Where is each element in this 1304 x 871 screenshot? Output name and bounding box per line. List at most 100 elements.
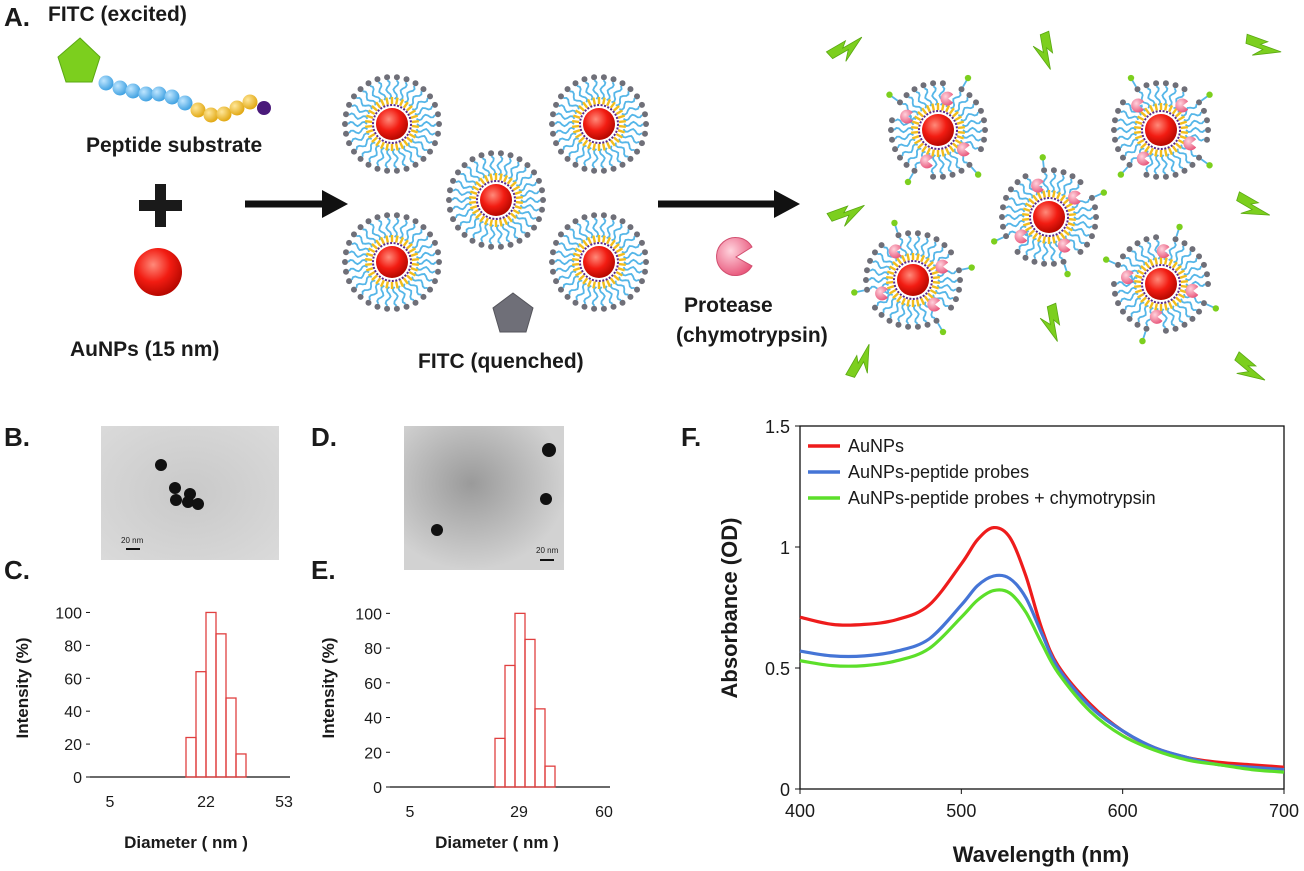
lightning-bolt-icon [825,36,863,62]
chart-f-xlabel: Wavelength (nm) [953,842,1129,867]
peptide-bead-blue [164,89,180,105]
fitc-released-dot [1039,154,1046,161]
chart-e: E. Intensity (%) Diameter ( nm ) 0204060… [311,555,613,852]
legend-label: AuNPs-peptide probes [848,462,1029,482]
fitc-released-dot [1176,223,1183,231]
nanoparticle-probe [549,212,649,312]
x-tick-label: 22 [197,794,215,811]
histogram-bar [195,671,207,778]
scale-label-b: 20 nm [121,536,144,545]
protease-pacman-icon [940,91,954,106]
histogram-bar [534,708,546,788]
protease-label: Protease [684,294,773,317]
fitc-released-dot [1212,305,1220,312]
fitc-released-dot [904,178,912,186]
peptide-bead-blue [125,83,141,99]
y-tick-label: 0 [373,780,382,797]
chart-e-xlabel: Diameter ( nm ) [435,833,559,852]
protease-pacman-icon [1175,98,1189,113]
peptide-bead-blue [138,86,154,102]
histogram-bar [494,737,506,788]
chart-e-ylabel: Intensity (%) [319,637,338,738]
plot-frame [799,425,1285,790]
protease-pacman-icon [1149,309,1163,324]
peptide-substrate-chain [57,37,271,123]
fitc-excited-label: FITC (excited) [48,3,187,26]
scale-label-d: 20 nm [536,546,559,555]
y-tick-label: 80 [64,638,82,655]
tem-particles-d [431,443,556,536]
legend-label: AuNPs-peptide probes + chymotrypsin [848,488,1156,508]
y-tick-label: 40 [364,711,382,728]
x-tick-label: 60 [595,804,613,821]
panel-a-label: A. [4,2,30,32]
cleaved-probe-cluster [851,74,1220,345]
protease-pacman-icon [888,244,902,259]
peptide-bead-blue [177,95,193,111]
histogram-bar [205,611,217,778]
quenched-probe-cluster [342,74,649,312]
protease-sublabel: (chymotrypsin) [676,324,828,347]
series-line [799,573,1285,772]
protease-pacman-icon [927,297,941,312]
panel-a: A. FITC (excited) Peptide substrate AuNP… [4,2,1282,381]
chart-f-ylabel: Absorbance (OD) [717,518,742,699]
protease-pacman-icon [875,286,888,301]
histogram-bar [514,612,526,788]
x-tick-label: 400 [785,801,815,821]
series-line [799,525,1285,769]
arrow-right-icon [245,190,348,218]
series-line [799,588,1285,774]
x-tick-label: 5 [106,794,115,811]
nanoparticle-probe [1102,223,1220,345]
y-tick-label: 0.5 [765,659,790,679]
histogram-bar [215,633,227,778]
gold-core [583,246,615,278]
fitc-released-dot [974,171,982,178]
nanoparticle-probe [1111,74,1213,180]
fitc-released-dot [990,238,998,245]
protease-pacman-icon [1067,190,1081,205]
fitc-released-dot [1206,162,1213,169]
gold-core [376,246,408,278]
gold-core [897,264,929,296]
y-tick-label: 0 [780,780,790,800]
fitc-pentagon-icon [57,37,101,83]
chart-f: F. Absorbance (OD) Wavelength (nm) 0 0.5 1… [681,417,1299,867]
nanoparticle-probe [886,74,988,186]
chart-f-label: F. [681,422,701,452]
tem-particles-b [155,459,204,510]
fitc-released-dot [1100,189,1108,196]
y-tick-label: 100 [55,605,82,622]
protease-pacman-icon [1136,151,1150,166]
protease-pacman-icon [1185,283,1199,298]
chart-c-label: C. [4,555,30,585]
protease-pacman-icon [1183,136,1197,151]
gold-core [1033,201,1065,233]
nanoparticle-probe [446,150,546,250]
y-tick-label: 1 [780,538,790,558]
y-tick-label: 60 [64,671,82,688]
lightning-bolt-icon [826,204,865,227]
x-tick-label: 700 [1269,801,1299,821]
fitc-released-dot [1206,91,1213,98]
protease-pacman-icon [716,237,753,276]
peptide-bead-yellow [203,107,219,123]
protease-pacman-icon [1031,178,1044,193]
legend-label: AuNPs [848,436,904,456]
gold-nanoparticle-icon [134,248,182,296]
y-tick-label: 80 [364,641,382,658]
chart-c-xlabel: Diameter ( nm ) [124,833,248,852]
peptide-bead-blue [98,75,114,91]
histogram-bar [504,664,516,788]
y-tick-label: 0 [73,770,82,787]
x-tick-label: 29 [510,804,528,821]
aunps-label: AuNPs (15 nm) [70,338,219,361]
y-tick-label: 20 [64,737,82,754]
tem-image-d [404,426,564,570]
